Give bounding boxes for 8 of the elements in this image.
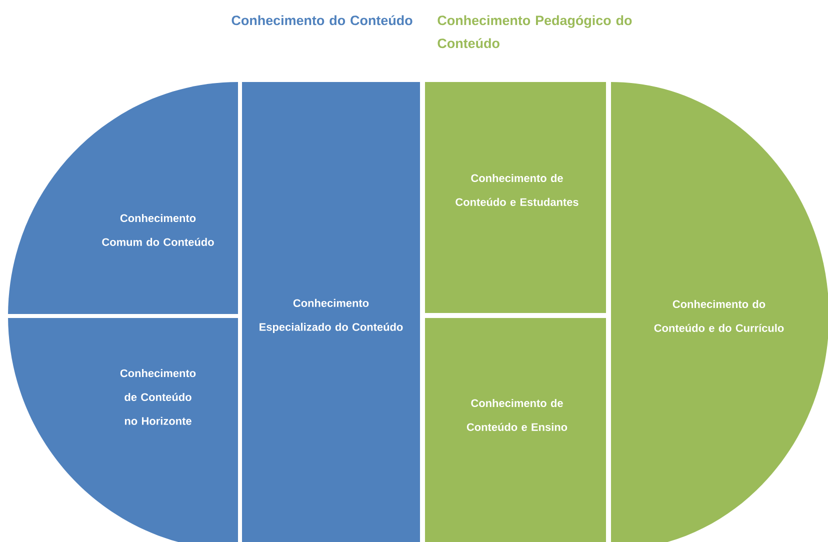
knowledge-panel: Conhecimento Comum do Conteúdo [8, 82, 238, 314]
section-heading: Conhecimento do Conteúdo [232, 15, 412, 26]
knowledge-panel: Conhecimento do Conteúdo e do Currículo [611, 82, 828, 542]
knowledge-panel: Conhecimento de Conteúdo no Horizonte [8, 318, 238, 542]
knowledge-panel: Conhecimento de Conteúdo e Ensino [425, 318, 606, 542]
section-heading: Conhecimento Pedagógico do Conteúdo [438, 15, 632, 48]
knowledge-panel: Conhecimento de Conteúdo e Estudantes [425, 82, 606, 313]
knowledge-panel: Conhecimento Especializado do Conteúdo [242, 82, 420, 542]
